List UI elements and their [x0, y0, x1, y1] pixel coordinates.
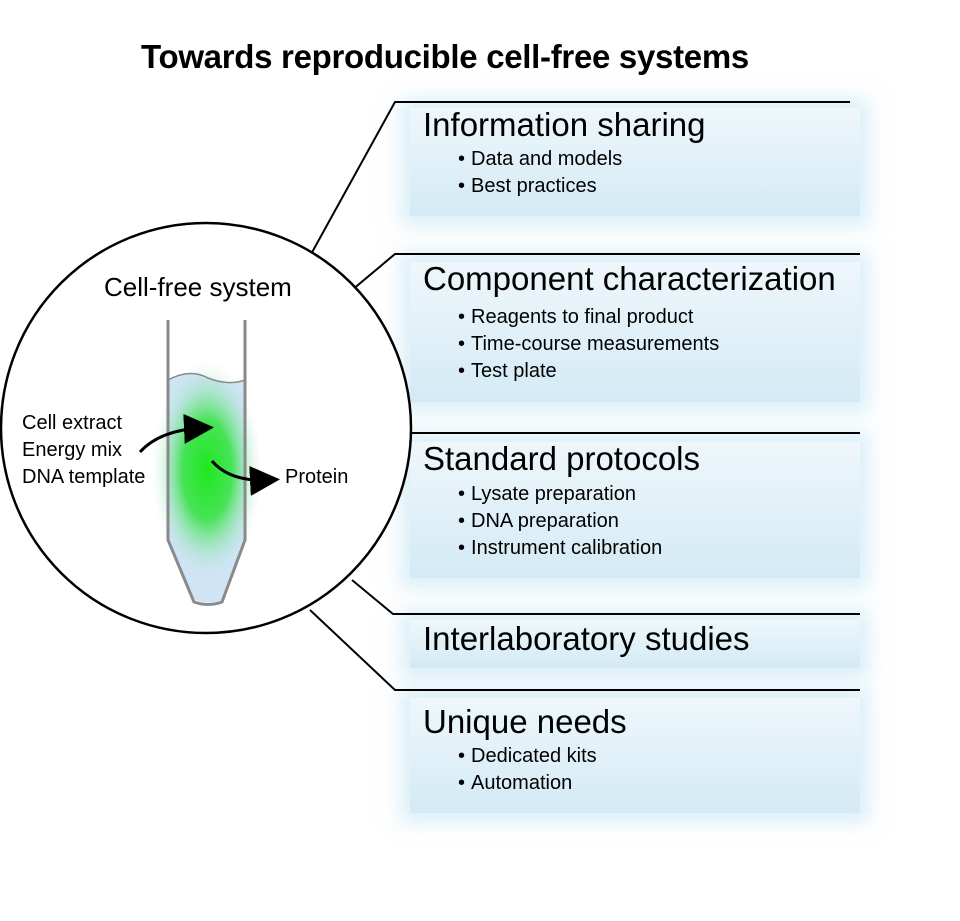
input-arrow — [138, 413, 214, 454]
section-title-interlaboratory-studies: Interlaboratory studies — [423, 620, 750, 657]
list-item: Test plate — [458, 358, 719, 385]
liquid-meniscus — [167, 372, 246, 384]
section-items-unique-needs: Dedicated kits Automation — [458, 743, 597, 797]
input-cell-extract: Cell extract — [22, 412, 123, 434]
list-item: Lysate preparation — [458, 481, 662, 508]
section-title-unique-needs: Unique needs — [423, 703, 627, 740]
connector-unique-needs — [309, 609, 860, 691]
panel-interlaboratory-studies — [410, 620, 860, 668]
output-arrow — [210, 459, 280, 496]
section-items-information-sharing: Data and models Best practices — [458, 146, 622, 200]
section-title-information-sharing: Information sharing — [423, 106, 706, 143]
connector-information-sharing — [309, 101, 850, 257]
list-item: Best practices — [458, 173, 622, 200]
section-items-standard-protocols: Lysate preparation DNA preparation Instr… — [458, 481, 662, 562]
list-item: Time-course measurements — [458, 331, 719, 358]
cell-free-system-label: Cell-free system — [104, 272, 292, 302]
connector-component-characterization — [351, 253, 860, 291]
list-item: Reagents to final product — [458, 304, 719, 331]
connector-interlaboratory-studies — [351, 579, 860, 615]
list-item: Data and models — [458, 146, 622, 173]
tube-outline — [166, 320, 247, 606]
input-dna-template: DNA template — [22, 466, 146, 488]
section-title-component-characterization: Component characterization — [423, 260, 836, 297]
section-title-standard-protocols: Standard protocols — [423, 440, 701, 477]
list-item: Dedicated kits — [458, 743, 597, 770]
list-item: DNA preparation — [458, 508, 662, 535]
list-item: Instrument calibration — [458, 535, 662, 562]
input-energy-mix: Energy mix — [22, 439, 123, 461]
list-item: Automation — [458, 770, 597, 797]
output-protein: Protein — [285, 466, 349, 488]
protein-glow — [152, 360, 262, 580]
diagram-title: Towards reproducible cell-free systems — [141, 38, 749, 75]
section-items-component-characterization: Reagents to final product Time-course me… — [458, 304, 719, 385]
